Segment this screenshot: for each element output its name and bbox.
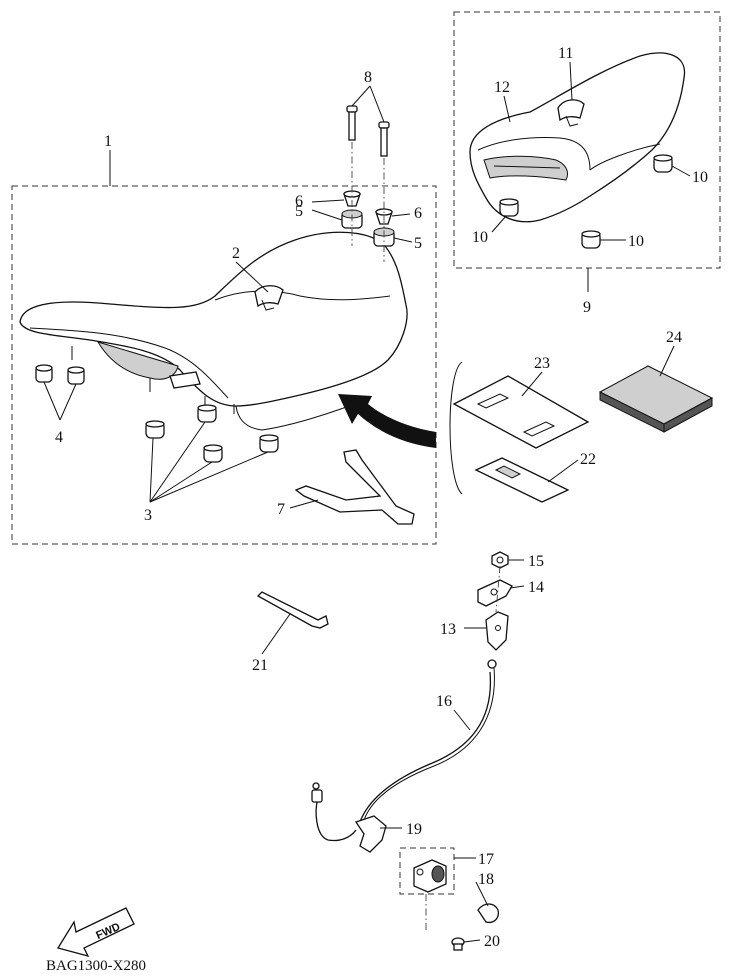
callout-2: 2: [232, 245, 240, 262]
seat-bracket: [294, 449, 415, 525]
bolt-8-a: [346, 105, 358, 141]
bolt-8-b: [378, 121, 390, 157]
callout-18: 18: [478, 871, 494, 888]
lock-cover-18: [477, 903, 500, 924]
forward-arrow: FWD: [56, 907, 135, 957]
drawing-code: BAG1300-X280: [46, 958, 146, 974]
callout-20: 20: [484, 933, 500, 950]
callout-22: 22: [580, 451, 596, 468]
label-sticker: [474, 457, 570, 503]
group-box-passenger-seat: [453, 11, 721, 269]
foam-pad: [598, 365, 714, 433]
callout-7: 7: [277, 501, 285, 518]
hex-wrench: [256, 591, 329, 629]
rider-seat: [19, 231, 408, 431]
damper-10-a: [499, 198, 519, 217]
callout-1: 1: [104, 133, 112, 150]
callout-17: 17: [478, 851, 494, 868]
seat-lock-cable: [359, 671, 492, 823]
callout-10a: 10: [472, 229, 488, 246]
collar-6-b: [375, 208, 393, 225]
callout-4: 4: [55, 429, 63, 446]
bracket-curve: [449, 361, 463, 495]
callout-23: 23: [534, 355, 550, 372]
callout-3: 3: [144, 507, 152, 524]
passenger-seat: [469, 52, 686, 223]
damper-4-a: [35, 364, 53, 383]
callout-5a: 5: [295, 203, 303, 220]
washer-plate-14: [477, 579, 513, 607]
damper-3-a: [145, 420, 165, 439]
callout-8: 8: [364, 69, 372, 86]
callout-6a: 6: [295, 193, 303, 210]
callout-11: 11: [558, 45, 573, 62]
damper-10-b: [581, 230, 601, 249]
seat-lock-hook-13: [485, 611, 509, 651]
group-box-rider-seat: [11, 185, 437, 545]
callout-21: 21: [252, 657, 268, 674]
screw-20: [451, 937, 465, 951]
callout-5b: 5: [414, 235, 422, 252]
callout-13: 13: [440, 621, 456, 638]
callout-15: 15: [528, 553, 544, 570]
callout-6b: 6: [414, 205, 422, 222]
damper-10-c: [653, 154, 673, 173]
cable-bracket-19: [354, 815, 387, 853]
nut-15: [491, 551, 509, 569]
owners-manual: [452, 375, 590, 449]
callout-10b: 10: [628, 233, 644, 250]
seat-lock-17: [413, 859, 447, 893]
callout-24: 24: [666, 329, 682, 346]
callout-10c: 10: [692, 169, 708, 186]
arrow-direction: [338, 394, 436, 448]
damper-4-b: [67, 366, 85, 385]
damper-3-b: [197, 404, 217, 423]
callout-14: 14: [528, 579, 544, 596]
callout-16: 16: [436, 693, 452, 710]
callout-19: 19: [406, 821, 422, 838]
damper-3-d: [259, 434, 279, 453]
callout-9: 9: [583, 299, 591, 316]
damper-3-c: [203, 444, 223, 463]
callout-12: 12: [494, 79, 510, 96]
